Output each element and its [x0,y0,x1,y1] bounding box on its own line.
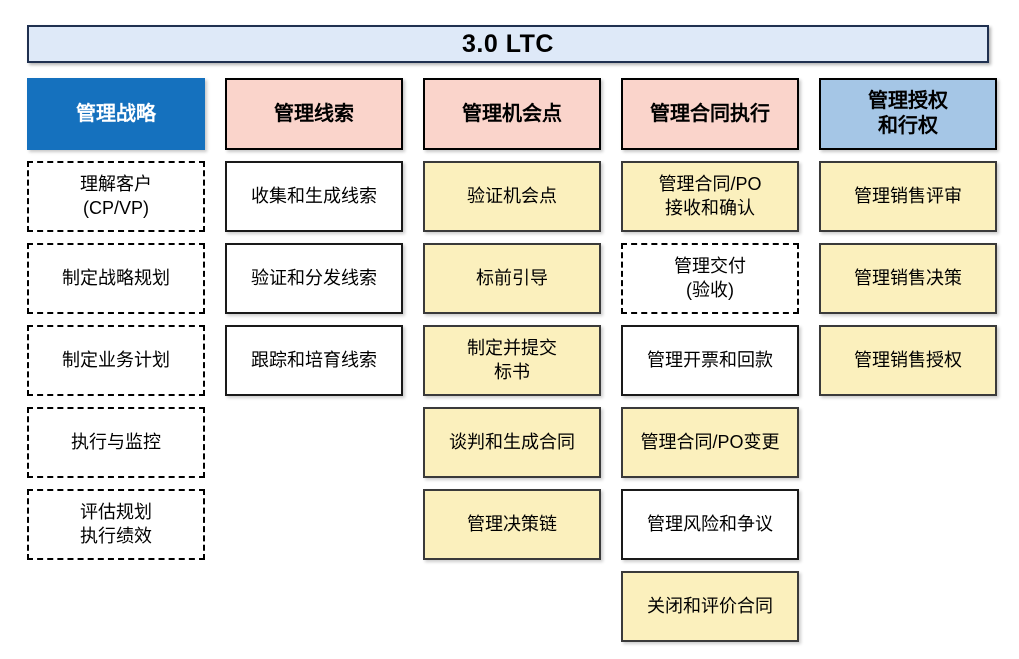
title-bar: 3.0 LTC [27,25,989,63]
process-item: 谈判和生成合同 [423,407,601,478]
column-header-manage-contract-execution: 管理合同执行 [621,78,799,150]
column-manage-authorization: 管理授权 和行权 管理销售评审 管理销售决策 管理销售授权 [819,78,997,642]
process-item: 管理交付 (验收) [621,243,799,314]
process-item: 管理开票和回款 [621,325,799,396]
column-manage-leads: 管理线索 收集和生成线索 验证和分发线索 跟踪和培育线索 [225,78,403,642]
column-manage-opportunities: 管理机会点 验证机会点 标前引导 制定并提交 标书 谈判和生成合同 管理决策链 [423,78,601,642]
process-item: 执行与监控 [27,407,205,478]
column-header-manage-opportunities: 管理机会点 [423,78,601,150]
process-item: 关闭和评价合同 [621,571,799,642]
column-manage-strategy: 管理战略 理解客户 (CP/VP) 制定战略规划 制定业务计划 执行与监控 评估… [27,78,205,642]
process-item: 制定战略规划 [27,243,205,314]
process-item: 管理风险和争议 [621,489,799,560]
column-header-manage-leads: 管理线索 [225,78,403,150]
process-item: 标前引导 [423,243,601,314]
page-title: 3.0 LTC [462,29,554,58]
process-item: 评估规划 执行绩效 [27,489,205,560]
column-header-manage-strategy: 管理战略 [27,78,205,150]
process-item: 验证和分发线索 [225,243,403,314]
process-item: 管理合同/PO变更 [621,407,799,478]
process-item: 制定业务计划 [27,325,205,396]
column-header-manage-authorization: 管理授权 和行权 [819,78,997,150]
process-item: 管理合同/PO 接收和确认 [621,161,799,232]
process-item: 管理销售授权 [819,325,997,396]
process-item: 跟踪和培育线索 [225,325,403,396]
column-manage-contract-execution: 管理合同执行 管理合同/PO 接收和确认 管理交付 (验收) 管理开票和回款 管… [621,78,799,642]
process-item: 制定并提交 标书 [423,325,601,396]
process-item: 理解客户 (CP/VP) [27,161,205,232]
process-columns: 管理战略 理解客户 (CP/VP) 制定战略规划 制定业务计划 执行与监控 评估… [27,78,997,642]
process-item: 管理销售评审 [819,161,997,232]
process-item: 管理决策链 [423,489,601,560]
process-item: 管理销售决策 [819,243,997,314]
process-item: 收集和生成线索 [225,161,403,232]
process-item: 验证机会点 [423,161,601,232]
